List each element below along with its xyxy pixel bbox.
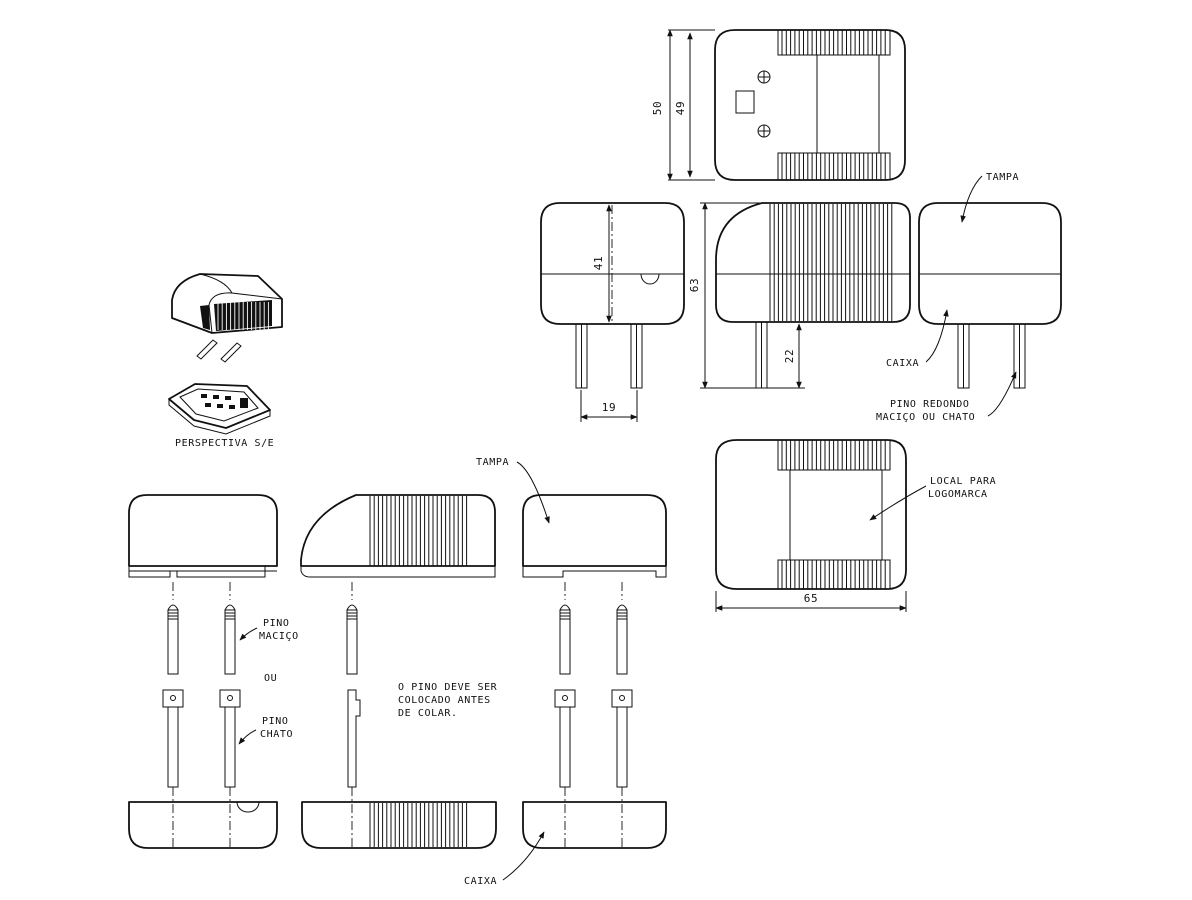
round-pin: [575, 323, 588, 389]
assembly-note-line-2: COLOCADO ANTES: [398, 695, 491, 706]
label-caixa-left: CAIXA: [464, 876, 497, 887]
round-pin: [755, 321, 768, 389]
solid-pins: [167, 604, 628, 675]
lower-cooling-fins: [781, 560, 886, 589]
round-pin: [1013, 323, 1026, 389]
label-logomarca: LOGOMARCA: [928, 489, 988, 500]
dimension-65: 65: [804, 592, 818, 605]
label-chato: CHATO: [260, 729, 293, 740]
exploded-front-caixa: [128, 801, 278, 849]
dimension-41: 41: [592, 256, 605, 270]
pin-center-lines: [172, 582, 623, 850]
front-view: 41 19: [540, 202, 685, 422]
assembly-note-line-3: DE COLAR.: [398, 708, 458, 719]
label-macico-ou-chato: MACIÇO OU CHATO: [876, 412, 975, 423]
dimension-19: 19: [602, 401, 616, 414]
top-view: 50 49: [651, 29, 906, 181]
exploded-back-caixa: CAIXA: [464, 801, 667, 887]
label-local-para: LOCAL PARA: [930, 476, 996, 487]
dimension-63: 63: [688, 278, 701, 292]
label-tampa-right: TAMPA: [986, 172, 1019, 183]
dimension-49: 49: [674, 101, 687, 115]
screw-icon: [757, 70, 771, 84]
label-tampa-left: TAMPA: [476, 457, 509, 468]
dimension-22: 22: [783, 349, 796, 363]
label-macico: MACIÇO: [259, 631, 299, 642]
label-perspectiva: PERSPECTIVA S/E: [175, 438, 274, 449]
cooling-fins: [200, 300, 272, 331]
label-pino-redondo: PINO REDONDO: [890, 399, 969, 410]
cooling-fins: [769, 204, 893, 321]
side-view: 63 22: [688, 202, 911, 389]
label-ou: OU: [264, 673, 277, 684]
exploded-front-tampa: [128, 494, 278, 578]
round-pin: [630, 323, 643, 389]
screw-icon: [757, 124, 771, 138]
perspective-view: PERSPECTIVA S/E: [168, 273, 283, 449]
dimension-50: 50: [651, 101, 664, 115]
label-pino-chato: PINO: [262, 716, 288, 727]
cooling-fins: [369, 803, 468, 847]
round-pin: [957, 323, 970, 389]
exploded-back-tampa: TAMPA: [476, 457, 667, 578]
exploded-side-caixa: [301, 801, 497, 849]
bottom-view: LOCAL PARA LOGOMARCA 65: [715, 439, 996, 612]
cooling-fins: [369, 496, 468, 566]
assembly-note-line-1: O PINO DEVE SER: [398, 682, 498, 693]
exploded-side-tampa: [300, 494, 496, 578]
upper-cooling-fins: [781, 30, 886, 55]
pin-socket-grid: [201, 394, 248, 409]
back-view: TAMPA CAIXA PINO REDONDO MACIÇO OU CHATO: [876, 172, 1062, 423]
switch-slot: [735, 90, 755, 114]
lower-cooling-fins: [781, 153, 886, 180]
label-pino-macico: PINO: [263, 618, 289, 629]
upper-cooling-fins: [781, 440, 886, 470]
label-caixa-right: CAIXA: [886, 358, 919, 369]
